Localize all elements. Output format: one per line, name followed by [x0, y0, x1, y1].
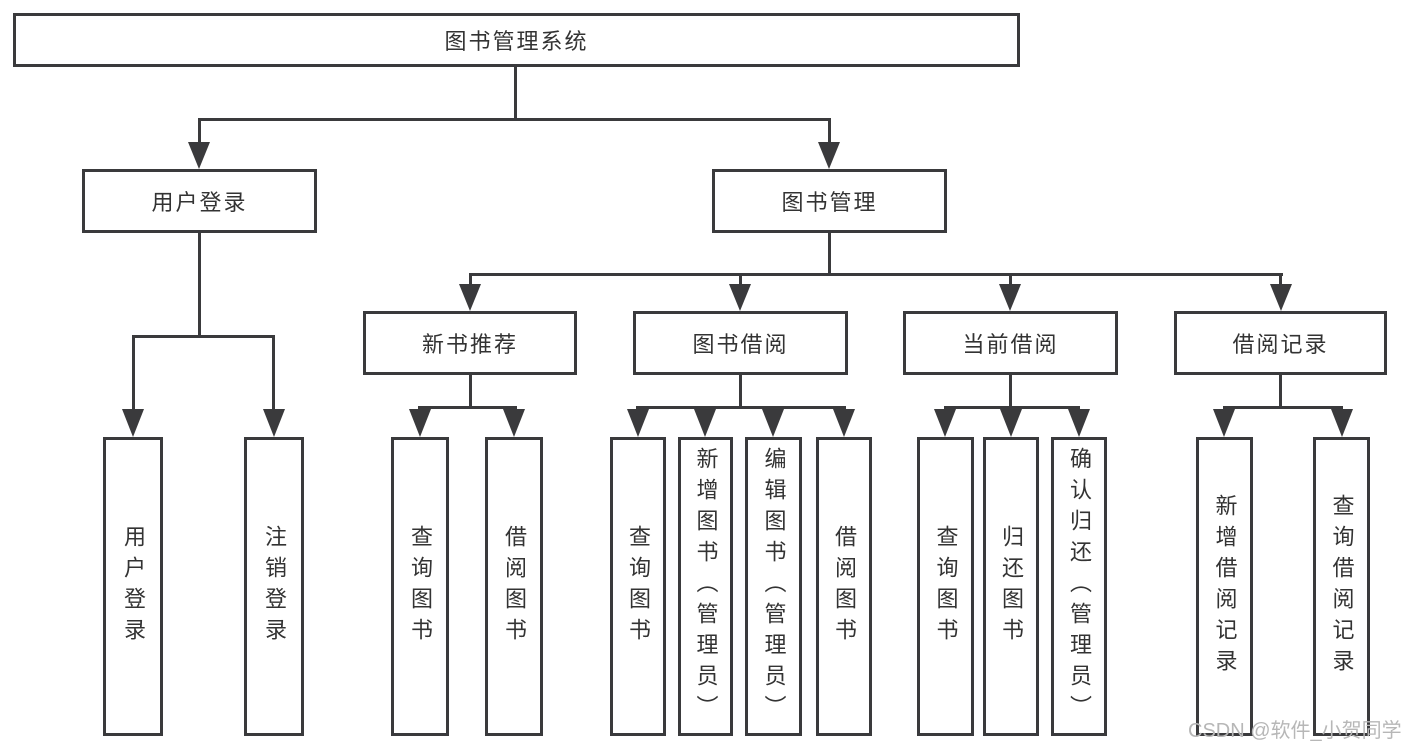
- leaf-current-confirm-return-admin: 确认归还（管理员）: [1051, 437, 1107, 736]
- leaf-borrow-query-book: 查询图书: [610, 437, 666, 736]
- connector-line: [272, 335, 275, 412]
- connector-line: [828, 118, 831, 145]
- leaf-current-query-book: 查询图书: [917, 437, 974, 736]
- node-user-login-label: 用户登录: [151, 190, 248, 215]
- leaf-current-return-book-label: 归还图书: [999, 524, 1024, 649]
- connector-line: [828, 233, 831, 273]
- leaf-borrow-borrow-book: 借阅图书: [816, 437, 872, 736]
- connector-line: [469, 273, 472, 287]
- leaf-borrow-add-book-admin: 新增图书（管理员）: [678, 437, 733, 736]
- connector-line: [514, 67, 517, 118]
- leaf-user-login-label: 用户登录: [121, 524, 146, 649]
- arrowhead-down-icon: [1331, 409, 1353, 437]
- connector-line: [944, 406, 1080, 409]
- connector-line: [1009, 375, 1012, 406]
- leaf-current-return-book: 归还图书: [983, 437, 1039, 736]
- arrowhead-down-icon: [934, 409, 956, 437]
- node-borrow-record-label: 借阅记录: [1232, 332, 1329, 357]
- leaf-recommend-query-book-label: 查询图书: [408, 524, 433, 649]
- connector-line: [198, 118, 831, 121]
- connector-line: [132, 335, 275, 338]
- leaf-record-add-borrow-record: 新增借阅记录: [1196, 437, 1253, 736]
- node-book-borrow: 图书借阅: [633, 311, 848, 375]
- leaf-record-query-borrow-record-label: 查询借阅记录: [1329, 493, 1355, 680]
- connector-line: [198, 118, 201, 145]
- connector-line: [469, 273, 1283, 276]
- arrowhead-down-icon: [833, 409, 855, 437]
- node-current-borrow: 当前借阅: [903, 311, 1118, 375]
- arrowhead-down-icon: [818, 142, 840, 169]
- leaf-current-confirm-return-admin-label: 确认归还（管理员）: [1067, 447, 1092, 726]
- leaf-record-add-borrow-record-label: 新增借阅记录: [1212, 493, 1238, 680]
- leaf-record-query-borrow-record: 查询借阅记录: [1313, 437, 1370, 736]
- connector-line: [739, 273, 742, 287]
- arrowhead-down-icon: [122, 409, 144, 437]
- arrowhead-down-icon: [409, 409, 431, 437]
- connector-line: [132, 335, 135, 412]
- leaf-recommend-borrow-book-label: 借阅图书: [502, 524, 527, 649]
- connector-line: [636, 406, 846, 409]
- connector-line: [418, 406, 517, 409]
- arrowhead-down-icon: [459, 284, 481, 311]
- node-user-login: 用户登录: [82, 169, 317, 233]
- leaf-borrow-add-book-admin-label: 新增图书（管理员）: [693, 447, 719, 726]
- leaf-borrow-edit-book-admin: 编辑图书（管理员）: [745, 437, 802, 736]
- node-root-label: 图书管理系统: [444, 29, 589, 54]
- arrowhead-down-icon: [1000, 409, 1022, 437]
- node-current-borrow-label: 当前借阅: [962, 332, 1059, 357]
- csdn-watermark: CSDN @软件_小贺同学: [1188, 720, 1402, 742]
- connector-line: [198, 233, 201, 335]
- node-book-management: 图书管理: [712, 169, 947, 233]
- node-root: 图书管理系统: [13, 13, 1020, 67]
- arrowhead-down-icon: [503, 409, 525, 437]
- connector-line: [739, 375, 742, 406]
- leaf-current-query-book-label: 查询图书: [933, 524, 959, 649]
- arrowhead-down-icon: [999, 284, 1021, 311]
- leaf-borrow-edit-book-admin-label: 编辑图书（管理员）: [761, 447, 787, 726]
- connector-line: [1223, 406, 1343, 409]
- leaf-borrow-borrow-book-label: 借阅图书: [832, 524, 857, 649]
- arrowhead-down-icon: [1068, 409, 1090, 437]
- arrowhead-down-icon: [729, 284, 751, 311]
- node-borrow-record: 借阅记录: [1174, 311, 1387, 375]
- leaf-recommend-borrow-book: 借阅图书: [485, 437, 543, 736]
- leaf-recommend-query-book: 查询图书: [391, 437, 449, 736]
- arrowhead-down-icon: [1213, 409, 1235, 437]
- leaf-logout-login: 注销登录: [244, 437, 304, 736]
- arrowhead-down-icon: [627, 409, 649, 437]
- node-new-book-recommend-label: 新书推荐: [421, 332, 518, 357]
- arrowhead-down-icon: [263, 409, 285, 437]
- connector-line: [1279, 375, 1282, 406]
- connector-line: [469, 375, 472, 406]
- leaf-logout-login-label: 注销登录: [262, 524, 287, 649]
- arrowhead-down-icon: [694, 409, 716, 437]
- arrowhead-down-icon: [188, 142, 210, 169]
- arrowhead-down-icon: [762, 409, 784, 437]
- leaf-user-login: 用户登录: [103, 437, 163, 736]
- node-new-book-recommend: 新书推荐: [363, 311, 577, 375]
- node-book-borrow-label: 图书借阅: [692, 332, 789, 357]
- node-book-management-label: 图书管理: [781, 190, 878, 215]
- arrowhead-down-icon: [1270, 284, 1292, 311]
- connector-line: [1009, 273, 1012, 287]
- connector-line: [1279, 273, 1282, 287]
- leaf-borrow-query-book-label: 查询图书: [626, 524, 651, 649]
